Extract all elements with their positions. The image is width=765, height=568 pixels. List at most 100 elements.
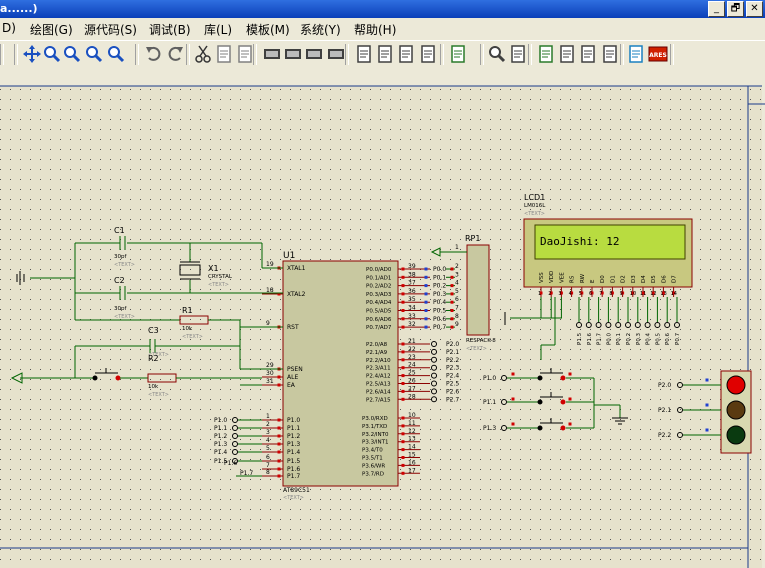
rp1-body [466, 244, 490, 336]
package-icon[interactable] [396, 44, 416, 64]
pin-marker [277, 375, 281, 379]
u1-p2-num: 27 [408, 385, 416, 392]
net-terminal [431, 396, 437, 403]
menu-item-template[interactable]: 模板(M) [246, 23, 290, 37]
u1-p0-name: P0.6/AD6 [366, 317, 392, 323]
minimize-button[interactable]: _ [708, 1, 725, 17]
pin-marker [511, 397, 515, 401]
net-label-p1: P1.2 [214, 433, 227, 440]
c3-text: <TEXT> [148, 352, 169, 358]
net-label-p2: P2.4 [446, 373, 459, 380]
net-label-p1: P1.1 [214, 425, 227, 432]
block-move-icon[interactable] [283, 44, 303, 64]
lcd1-pin-num: 11 [640, 291, 646, 297]
lcd1-pin-num: 14 [671, 291, 677, 297]
pick-device-icon[interactable] [354, 44, 374, 64]
traffic-light-lamp [726, 400, 746, 420]
goto-sheet-icon[interactable] [578, 44, 598, 64]
pin-marker [401, 424, 405, 428]
u1-p2-name: P2.7/A15 [366, 397, 391, 403]
lcd1-pin-name: D0 [600, 275, 606, 283]
u1-p3-name: P3.2/INT0 [362, 432, 389, 438]
u1-left-pin-name: EA [287, 382, 296, 389]
u1-left-pin-num: 3 [266, 429, 270, 436]
lcd1-pin-name: D6 [661, 275, 667, 283]
cut-icon[interactable] [193, 44, 213, 64]
u1-left-pin-num: 8 [266, 469, 270, 476]
close-button[interactable]: ✕ [746, 1, 763, 17]
button-contact [537, 425, 543, 431]
net-label-button: P1.1 [483, 399, 496, 406]
net-label-p1-7: P1.7 [240, 470, 253, 477]
u1-p3-num: 16 [408, 459, 416, 466]
toolbar-separator [253, 44, 257, 65]
lcd1-pin-num: 6 [589, 291, 592, 297]
net-terminal [431, 388, 437, 395]
make-device-icon[interactable] [375, 44, 395, 64]
lcd1-display: DaoJishi: 12 [540, 235, 619, 248]
redo-icon[interactable] [165, 44, 185, 64]
rp1-type: RESPACK-8 [466, 338, 496, 344]
net-label-p1: P1.5 [214, 458, 227, 465]
u1-type: AT89C51 [283, 487, 310, 494]
zoom-in-icon[interactable] [42, 44, 62, 64]
pin-marker [401, 471, 405, 475]
block-rotate-icon[interactable] [304, 44, 324, 64]
wire-autorouter-icon[interactable] [448, 44, 468, 64]
net-terminal [654, 322, 661, 328]
remove-sheet-icon[interactable] [557, 44, 577, 64]
undo-icon[interactable] [144, 44, 164, 64]
traffic-light-lamp [726, 425, 746, 445]
menu-item-source[interactable]: 源代码(S) [84, 23, 137, 37]
zoom-area-icon[interactable] [84, 44, 104, 64]
menu-item-library[interactable]: 库(L) [204, 23, 233, 37]
move-icon[interactable] [22, 44, 42, 64]
block-copy-icon[interactable] [262, 44, 282, 64]
c1-text: <TEXT> [114, 262, 135, 268]
lcd1-pin-num: 9 [620, 291, 623, 297]
net-terminal [431, 364, 437, 371]
net-terminal [501, 399, 507, 405]
menu-item-system[interactable]: 系统(Y) [300, 23, 341, 37]
pin-marker [277, 442, 281, 446]
r2-value: 10k [148, 384, 159, 390]
pin-marker [401, 389, 405, 393]
copy-icon[interactable] [214, 44, 234, 64]
decompose-icon[interactable] [418, 44, 438, 64]
restore-button[interactable]: 🗗 [727, 1, 744, 17]
erc-icon[interactable] [626, 44, 646, 64]
net-terminal [431, 380, 437, 387]
u1-left-pin-num: 2 [266, 421, 270, 428]
zoom-all-icon[interactable] [106, 44, 126, 64]
net-label-light: P2.1 [658, 407, 671, 414]
search-icon[interactable] [487, 44, 507, 64]
zoom-out-icon[interactable] [62, 44, 82, 64]
lcd1-type: LM016L [524, 203, 546, 209]
menu-item-debug[interactable]: 调试(B) [149, 23, 191, 37]
lcd1-pin-num: 5 [579, 291, 582, 297]
block-delete-icon[interactable] [326, 44, 346, 64]
u1-body [282, 260, 399, 487]
ares-icon[interactable]: ARES [648, 44, 668, 64]
menu-item-partial[interactable]: D) [2, 21, 16, 35]
r2-text: <TEXT> [148, 392, 169, 398]
net-label-p1: P1.0 [214, 417, 227, 424]
pin-marker [511, 422, 515, 426]
u1-left-pin-name: P1.2 [287, 433, 300, 440]
lcd1-pin-num: 3 [558, 291, 561, 297]
bom-icon[interactable] [600, 44, 620, 64]
net-terminal [232, 449, 238, 455]
button-contact [92, 375, 98, 381]
pin-marker [401, 284, 405, 288]
u1-left-pin-name: P1.3 [287, 441, 300, 448]
lcd1-net-label: P0.7 [675, 332, 681, 345]
menu-item-help[interactable]: 帮助(H) [354, 23, 397, 37]
rp1-pin-num: 4 [455, 280, 459, 287]
lcd1-net-label: P0.3 [636, 332, 642, 345]
new-sheet-icon[interactable] [536, 44, 556, 64]
u1-p3-num: 11 [408, 420, 416, 427]
menu-item-draw[interactable]: 绘图(G) [30, 23, 73, 37]
property-assign-icon[interactable] [508, 44, 528, 64]
paste-icon[interactable] [235, 44, 255, 64]
